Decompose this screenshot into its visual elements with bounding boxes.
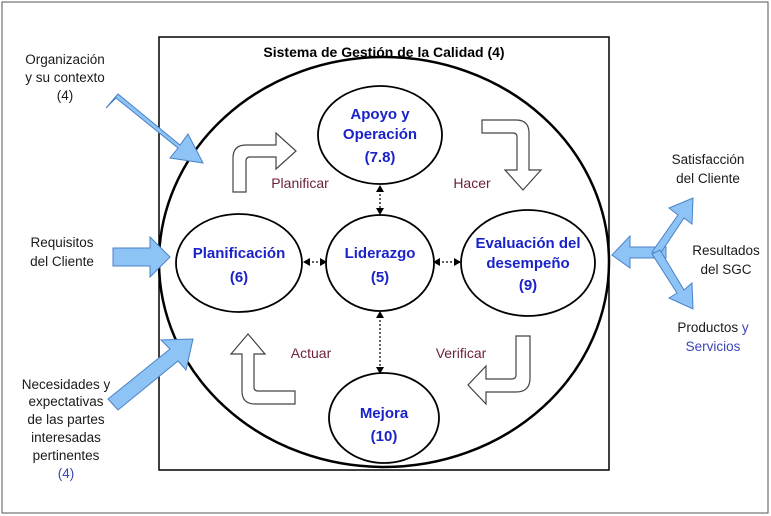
- input-necesidades-line5: pertinentes: [33, 448, 100, 463]
- input-arrow-requisitos: [112, 235, 171, 279]
- node-mejora-line1: Mejora: [360, 405, 409, 422]
- node-liderazgo-line2: (5): [371, 269, 389, 286]
- input-organizacion-line1: Organización: [25, 52, 105, 67]
- node-evaluacion-line1: Evaluación del: [475, 235, 580, 252]
- curved-arrow-planificar: [232, 131, 297, 193]
- node-apoyo-line3: (7.8): [365, 149, 396, 166]
- input-necesidades-line6: (4): [58, 466, 75, 481]
- output-arrow-productos: [651, 249, 694, 310]
- output-arrow-satisfaccion: [651, 197, 694, 255]
- system-title: Sistema de Gestión de la Calidad (4): [263, 44, 504, 60]
- node-planificacion-line1: Planificación: [193, 245, 286, 262]
- node-planificacion-line2: (6): [230, 269, 248, 286]
- node-apoyo-line1: Apoyo y: [350, 106, 410, 123]
- output-productos-line2: Servicios: [686, 339, 741, 354]
- node-liderazgo: Liderazgo (5): [325, 214, 435, 312]
- input-organizacion-line2: y su contexto: [25, 70, 105, 85]
- phase-hacer: Hacer: [453, 175, 491, 191]
- input-necesidades-line2: expectativas: [28, 394, 103, 409]
- output-arrow-stem: [611, 234, 667, 269]
- phase-planificar: Planificar: [271, 175, 329, 191]
- curved-arrow-actuar: [229, 333, 296, 405]
- node-evaluacion-line3: (9): [519, 277, 537, 294]
- output-satisfaccion: Satisfacción del Cliente: [672, 152, 745, 186]
- input-necesidades: Necesidades y expectativas de las partes…: [22, 377, 111, 481]
- input-requisitos-line2: del Cliente: [30, 254, 94, 269]
- input-necesidades-line3: de las partes: [27, 412, 105, 427]
- output-resultados: Resultados del SGC: [692, 243, 760, 277]
- node-apoyo-line2: Operación: [343, 126, 417, 143]
- node-liderazgo-line1: Liderazgo: [345, 245, 416, 262]
- output-productos-word1: Productos: [677, 320, 738, 335]
- input-necesidades-line4: interesadas: [31, 430, 101, 445]
- node-mejora: Mejora (10): [328, 372, 440, 464]
- phase-verificar: Verificar: [436, 345, 487, 361]
- node-evaluacion: Evaluación del desempeño (9): [460, 209, 596, 317]
- input-requisitos: Requisitos del Cliente: [30, 235, 94, 269]
- output-productos-line1: Productos y: [677, 320, 749, 335]
- output-satisfaccion-line1: Satisfacción: [672, 152, 745, 167]
- node-mejora-line2: (10): [371, 428, 398, 445]
- input-organizacion: Organización y su contexto (4): [25, 52, 105, 103]
- phase-actuar: Actuar: [291, 345, 332, 361]
- input-necesidades-line1: Necesidades y: [22, 377, 111, 392]
- output-resultados-line2: del SGC: [700, 262, 751, 277]
- input-requisitos-line1: Requisitos: [30, 235, 93, 250]
- input-arrow-necesidades: [107, 338, 194, 411]
- node-evaluacion-line2: desempeño: [486, 255, 569, 272]
- node-apoyo: Apoyo y Operación (7.8): [317, 85, 443, 185]
- input-arrow-organizacion: [105, 93, 204, 164]
- node-planificacion: Planificación (6): [175, 213, 303, 313]
- output-resultados-line1: Resultados: [692, 243, 760, 258]
- output-productos-word2: y: [738, 320, 749, 335]
- output-productos: Productos y Servicios: [677, 320, 749, 354]
- curved-arrow-hacer: [481, 119, 543, 191]
- input-organizacion-line3: (4): [57, 88, 74, 103]
- curved-arrow-verificar: [467, 335, 531, 406]
- output-satisfaccion-line2: del Cliente: [676, 171, 740, 186]
